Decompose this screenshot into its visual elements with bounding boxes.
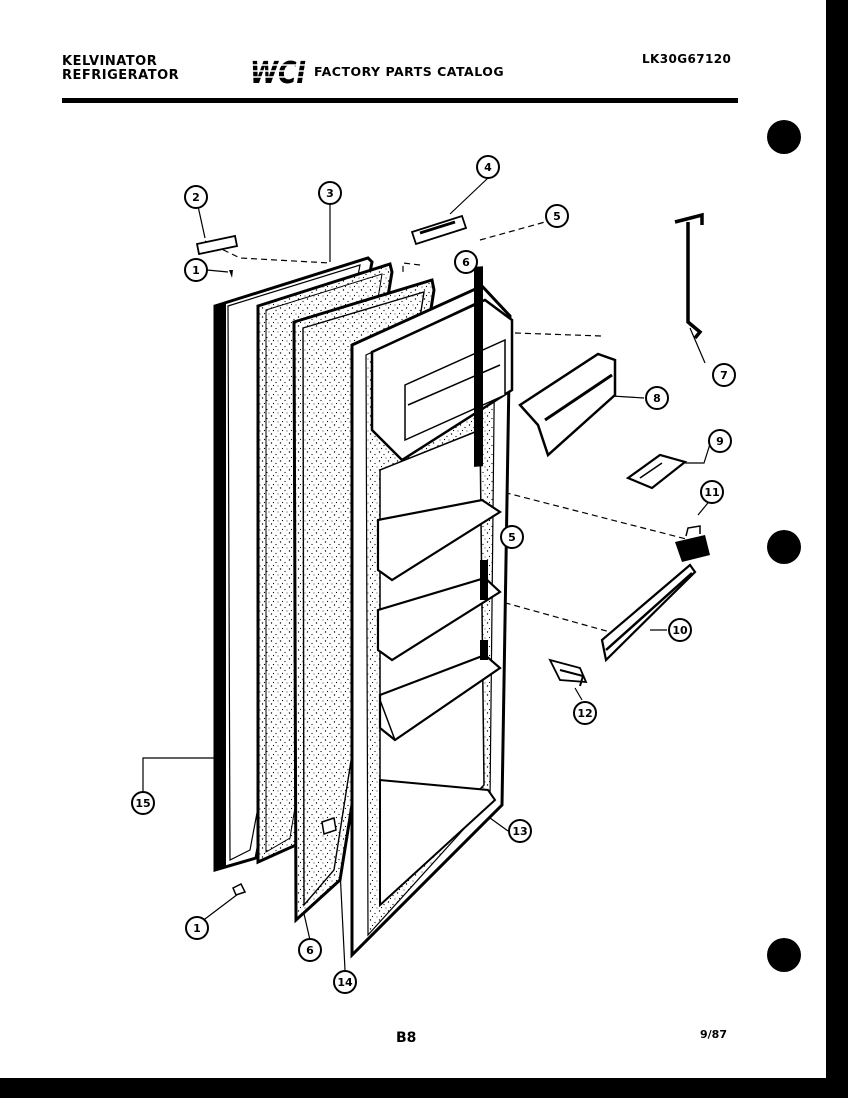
callout-label: 4 bbox=[484, 161, 492, 174]
callout-12: 12 bbox=[573, 701, 597, 725]
callout-label: 5 bbox=[553, 210, 561, 223]
brand-line-1: KELVINATOR bbox=[62, 54, 158, 69]
callout-14: 14 bbox=[333, 970, 357, 994]
callout-label: 9 bbox=[716, 435, 724, 448]
retainer-clip-part bbox=[675, 525, 710, 562]
fastener-screws bbox=[232, 817, 337, 896]
catalog-code: LK30G67120 bbox=[642, 52, 732, 66]
brand-block: KELVINATOR REFRIGERATOR bbox=[62, 55, 179, 83]
door-shelves bbox=[376, 498, 503, 742]
callout-8: 8 bbox=[645, 386, 669, 410]
brand-line-2: REFRIGERATOR bbox=[62, 68, 180, 83]
wci-logo: WCI bbox=[248, 56, 308, 86]
callout-label: 1 bbox=[192, 264, 200, 277]
door-side-rails bbox=[474, 266, 488, 660]
callout-1-bottom: 1 bbox=[185, 916, 209, 940]
callout-label: 5 bbox=[508, 531, 516, 544]
callout-2: 2 bbox=[184, 185, 208, 209]
binder-hole-middle bbox=[767, 530, 801, 564]
bottom-liner-tray bbox=[379, 778, 497, 908]
callout-5-shelf: 5 bbox=[500, 525, 524, 549]
callout-label: 6 bbox=[462, 256, 470, 269]
callout-9: 9 bbox=[708, 429, 732, 453]
catalog-title: FACTORY PARTS CATALOG bbox=[314, 64, 505, 79]
callout-7: 7 bbox=[712, 363, 736, 387]
callout-label: 7 bbox=[720, 369, 728, 382]
handle-bracket-part bbox=[195, 234, 239, 278]
callout-15: 15 bbox=[131, 791, 155, 815]
end-clip-part bbox=[548, 658, 588, 687]
callout-label: 12 bbox=[577, 707, 592, 720]
callout-5: 5 bbox=[545, 204, 569, 228]
callout-3: 3 bbox=[318, 181, 342, 205]
shelf-cover-part bbox=[625, 453, 688, 490]
page-number: B8 bbox=[396, 1030, 417, 1046]
revision-date: 9/87 bbox=[700, 1028, 727, 1041]
callout-label: 1 bbox=[193, 922, 201, 935]
callout-label: 13 bbox=[512, 825, 527, 838]
shelf-retainer-bar-part bbox=[600, 563, 697, 663]
hinge-cap-part bbox=[410, 214, 468, 246]
callout-6-bottom: 6 bbox=[298, 938, 322, 962]
callout-label: 10 bbox=[672, 624, 688, 637]
callout-6: 6 bbox=[454, 250, 478, 274]
callout-13: 13 bbox=[508, 819, 532, 843]
callout-11: 11 bbox=[700, 480, 724, 504]
bottle-shelf-part bbox=[518, 352, 617, 458]
callout-label: 6 bbox=[306, 944, 314, 957]
callout-label: 2 bbox=[192, 191, 200, 204]
callout-label: 11 bbox=[704, 486, 719, 499]
callout-label: 15 bbox=[135, 797, 150, 810]
callout-1: 1 bbox=[184, 258, 208, 282]
callout-4: 4 bbox=[476, 155, 500, 179]
header-rule bbox=[62, 98, 738, 103]
binder-hole-bottom bbox=[767, 938, 801, 972]
callout-label: 14 bbox=[337, 976, 353, 989]
callout-label: 8 bbox=[653, 392, 661, 405]
callout-10: 10 bbox=[668, 618, 692, 642]
wci-logo-mark: WCI bbox=[248, 56, 308, 86]
door-handle-part bbox=[674, 212, 704, 340]
binder-hole-top bbox=[767, 120, 801, 154]
callout-label: 3 bbox=[326, 187, 334, 200]
